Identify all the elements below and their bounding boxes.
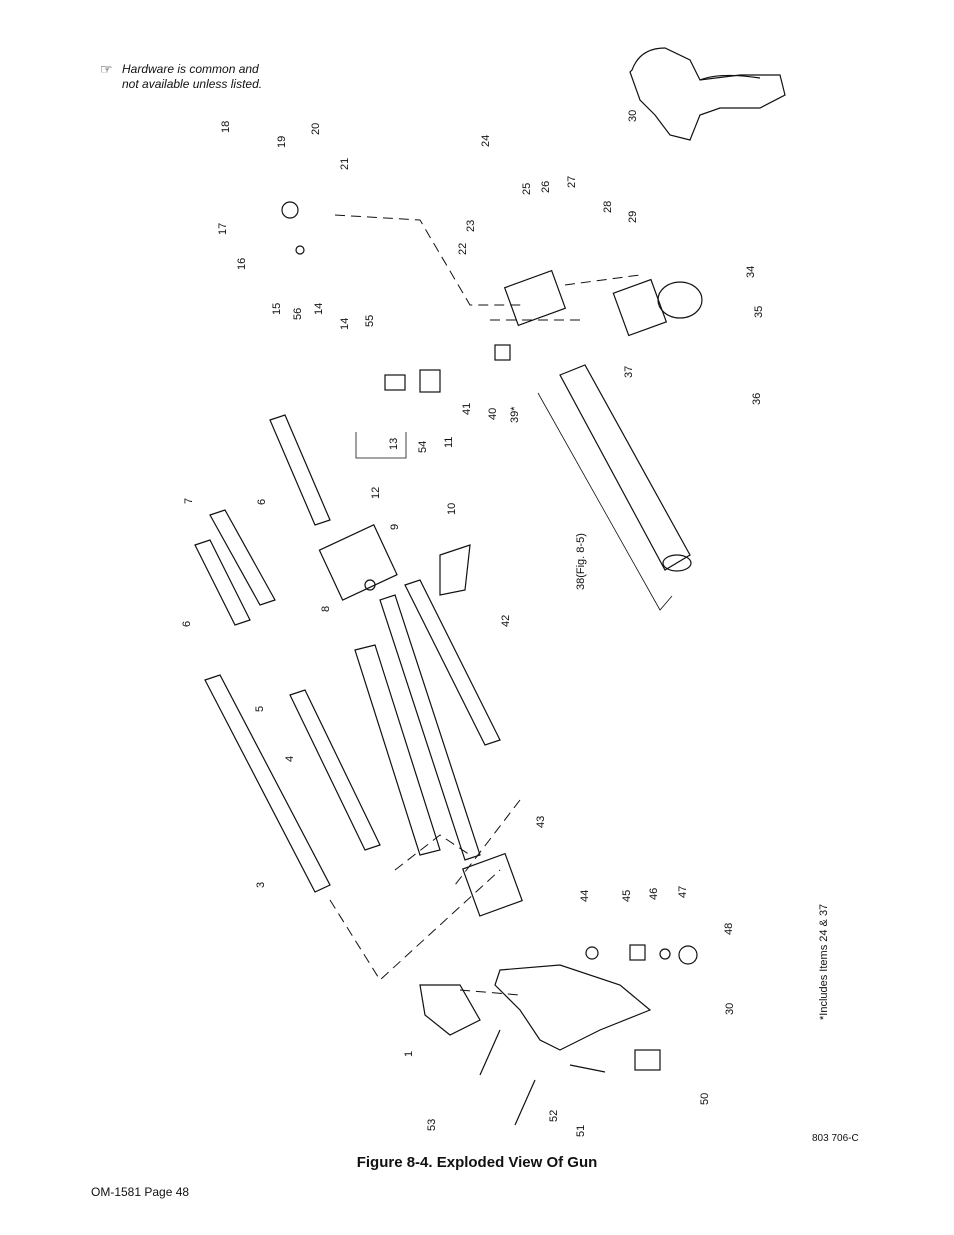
callout: 8 bbox=[320, 606, 332, 612]
gun-barrel-38 bbox=[559, 364, 691, 571]
callout: 56 bbox=[292, 308, 304, 320]
cable-42 bbox=[404, 579, 501, 746]
pointing-hand-icon: ☞ bbox=[100, 61, 113, 77]
handle-part-30-top bbox=[629, 47, 786, 141]
callout: 25 bbox=[521, 183, 533, 195]
switch-block bbox=[503, 269, 567, 327]
callout: 14 bbox=[313, 303, 325, 315]
callout: 18 bbox=[220, 121, 232, 133]
callout: 21 bbox=[339, 158, 351, 170]
callout: 40 bbox=[487, 408, 499, 420]
callout: 41 bbox=[461, 403, 473, 415]
handle-part-30-bottom bbox=[494, 964, 652, 1051]
callout: 24 bbox=[480, 135, 492, 147]
callout: 14 bbox=[339, 318, 351, 330]
drawing-number: 803 706-C bbox=[812, 1133, 859, 1144]
callout: 20 bbox=[310, 123, 322, 135]
callout: 53 bbox=[426, 1119, 438, 1131]
fitting-6b bbox=[269, 414, 331, 526]
callout: 4 bbox=[284, 756, 296, 762]
callout: 3 bbox=[255, 882, 267, 888]
callout: 38(Fig. 8-5) bbox=[575, 533, 587, 590]
callout: 39* bbox=[509, 406, 521, 423]
note-line-2: not available unless listed. bbox=[122, 77, 263, 91]
callout: 5 bbox=[254, 706, 266, 712]
handle-part-1 bbox=[419, 984, 481, 1036]
callout: 29 bbox=[627, 211, 639, 223]
figure-caption: Figure 8-4. Exploded View Of Gun bbox=[356, 1154, 598, 1171]
callout: 7 bbox=[183, 498, 195, 504]
callout: 45 bbox=[621, 890, 633, 902]
callout: 27 bbox=[566, 176, 578, 188]
screw-51 bbox=[569, 1064, 606, 1073]
callout: 11 bbox=[443, 437, 455, 448]
callout: 35 bbox=[753, 306, 765, 318]
page-footer: OM-1581 Page 48 bbox=[91, 1185, 190, 1199]
callout: 47 bbox=[677, 886, 689, 898]
fitting-6a bbox=[194, 539, 251, 626]
screw-53b bbox=[514, 1079, 536, 1126]
callout: 28 bbox=[602, 201, 614, 213]
callout: 6 bbox=[181, 621, 193, 627]
fitting-3 bbox=[204, 674, 331, 893]
block-part bbox=[318, 524, 398, 601]
callout: 54 bbox=[417, 441, 429, 453]
callout: 36 bbox=[751, 393, 763, 405]
callout: 1 bbox=[403, 1051, 415, 1057]
callout: 51 bbox=[575, 1125, 587, 1137]
callout: 37 bbox=[623, 366, 635, 378]
callout: 44 bbox=[579, 890, 591, 902]
callout: 12 bbox=[370, 487, 382, 499]
connector-43 bbox=[462, 852, 523, 917]
callout: 42 bbox=[500, 615, 512, 627]
cable-9 bbox=[379, 594, 481, 861]
footnote-includes: *Includes Items 24 & 37 bbox=[818, 903, 830, 1020]
callout: 22 bbox=[457, 243, 469, 255]
callout: 48 bbox=[723, 923, 735, 935]
callout: 9 bbox=[389, 524, 401, 530]
callout: 6 bbox=[256, 499, 268, 505]
bracket-10 bbox=[439, 544, 471, 596]
callout: 13 bbox=[388, 438, 400, 450]
trigger-50 bbox=[634, 1049, 661, 1071]
callout: 55 bbox=[364, 315, 376, 327]
callout: 26 bbox=[540, 181, 552, 193]
callout: 34 bbox=[745, 266, 757, 278]
note-line-1: Hardware is common and bbox=[122, 62, 259, 76]
callout: 17 bbox=[217, 223, 229, 235]
callout: 43 bbox=[535, 816, 547, 828]
callout: 46 bbox=[648, 888, 660, 900]
callout: 19 bbox=[276, 136, 288, 148]
screw-53a bbox=[479, 1029, 501, 1076]
fitting-7 bbox=[209, 509, 276, 606]
callout: 23 bbox=[465, 220, 477, 232]
fitting-4 bbox=[289, 689, 381, 851]
callout: 30 bbox=[627, 110, 639, 122]
callout: 52 bbox=[548, 1110, 560, 1122]
cable-8 bbox=[354, 644, 441, 856]
callout: 10 bbox=[446, 503, 458, 515]
callout: 15 bbox=[271, 303, 283, 315]
callout: 16 bbox=[236, 258, 248, 270]
callout: 50 bbox=[699, 1093, 711, 1105]
callout: 30 bbox=[724, 1003, 736, 1015]
